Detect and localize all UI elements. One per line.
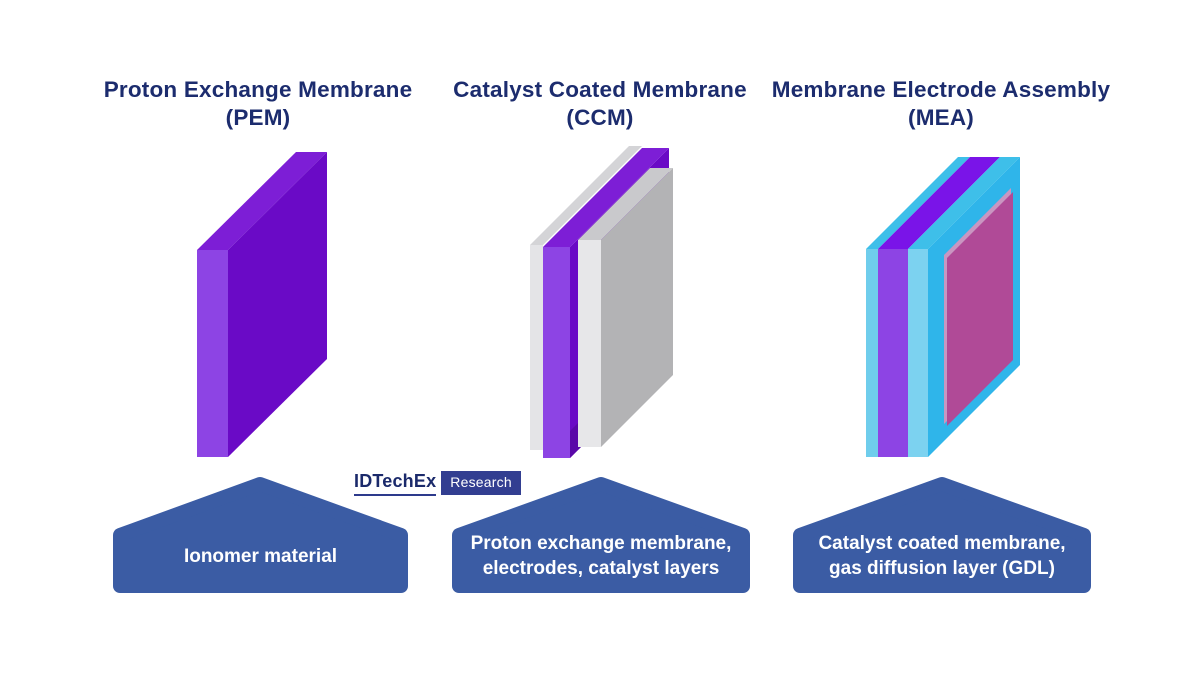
- ccm-membrane-top-face: [543, 148, 669, 247]
- research-badge: Research: [441, 471, 521, 495]
- mea-title-line1: Membrane Electrode Assembly: [771, 77, 1111, 102]
- ccm-electrode-top-face: [578, 168, 673, 240]
- pem-top-face: [197, 152, 327, 250]
- mea-gdl-back-top-face: [866, 157, 970, 249]
- mea-membrane-top-face: [878, 157, 1000, 249]
- pem-callout-banner: [113, 477, 408, 593]
- mea-callout-banner: [793, 477, 1091, 593]
- ccm-callout-banner: [452, 477, 750, 593]
- ccm-electrode-side-face: [578, 240, 601, 447]
- mea-ccm-sheet-face: [947, 192, 1013, 426]
- pem-title-line1: Proton Exchange Membrane: [103, 77, 413, 102]
- mea-membrane-side-face: [878, 249, 908, 457]
- ccm-membrane-side-face: [543, 247, 570, 458]
- mea-gdl-front-side-face: [908, 249, 928, 457]
- ccm-title: Catalyst Coated Membrane (CCM): [390, 76, 810, 132]
- ccm-callout-label: Proton exchange membrane, electrodes, ca…: [452, 524, 750, 588]
- pem-callout-line1: Ionomer material: [183, 545, 338, 567]
- mea-callout-line2: gas diffusion layer (GDL): [829, 558, 1055, 579]
- mea-callout-line1: Catalyst coated membrane,: [818, 533, 1066, 554]
- pem-front-face: [228, 152, 327, 457]
- ccm-electrode-front-face: [601, 168, 673, 447]
- mea-title: Membrane Electrode Assembly (MEA): [731, 76, 1151, 132]
- mea-gdl-front-top-face: [908, 157, 1020, 249]
- pem-side-face: [197, 250, 228, 457]
- pem-title: Proton Exchange Membrane (PEM): [48, 76, 468, 132]
- ccm-stack: [530, 146, 673, 458]
- ccm-callout-line1: Proton exchange membrane,: [470, 533, 732, 554]
- ccm-title-line1: Catalyst Coated Membrane: [453, 77, 747, 102]
- ccm-title-abbr: (CCM): [566, 105, 634, 130]
- mea-stack: [866, 157, 1020, 457]
- pem-title-abbr: (PEM): [225, 105, 291, 130]
- ccm-backing-side-face: [530, 245, 543, 450]
- pem-slab: [197, 152, 327, 457]
- ccm-callout-line2: electrodes, catalyst layers: [482, 558, 720, 579]
- mea-callout-label: Catalyst coated membrane, gas diffusion …: [793, 524, 1091, 588]
- idtechex-logo: IDTechEx Research: [354, 471, 521, 496]
- idtechex-brand-text: IDTechEx: [354, 471, 437, 496]
- mea-gdl-back-side-face: [866, 249, 878, 457]
- mea-title-abbr: (MEA): [908, 105, 974, 130]
- ccm-backing-top-face: [530, 146, 642, 245]
- pem-callout-label: Ionomer material: [113, 524, 408, 588]
